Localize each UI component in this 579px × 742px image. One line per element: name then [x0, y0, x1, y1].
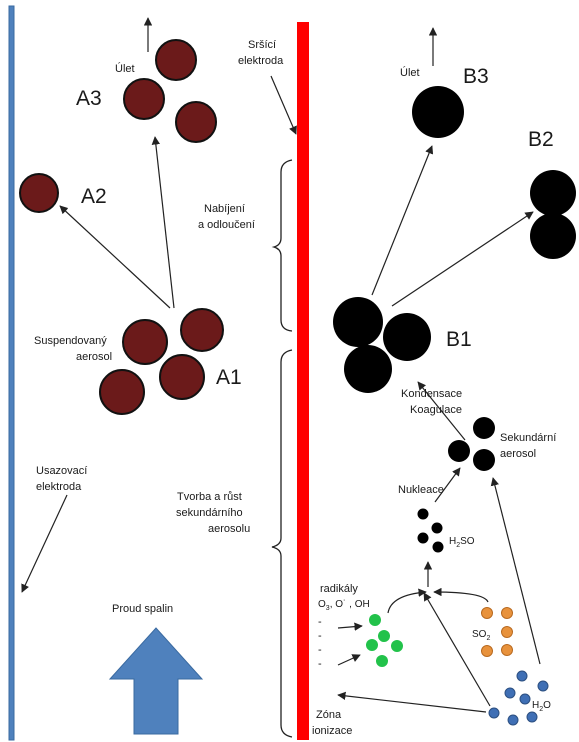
so2-particles: [481, 607, 513, 657]
collecting-electrode-label-1: Usazovací: [36, 465, 87, 477]
flue-gas-flow-arrow: [108, 627, 204, 735]
particle-a2: [19, 173, 59, 213]
label-b3: B3: [463, 65, 489, 88]
particle-group-a3: [123, 39, 217, 143]
charging-label-1: Nabíjení: [204, 203, 245, 215]
left-trajectory-arrows: [21, 17, 175, 593]
radical-particles: [366, 614, 403, 667]
formation-bracket: [271, 349, 293, 738]
particle-group-b2: [530, 170, 576, 259]
flue-gas-flow-label: Proud spalin: [112, 603, 173, 615]
dash-2: -: [318, 630, 322, 642]
label-b1: B1: [446, 328, 472, 351]
coagulation-label: Koagulace: [410, 404, 462, 416]
group-labels: A1 A2 A3 B1 B2 B3: [76, 65, 554, 389]
descriptive-labels: Úlet Úlet Sršící elektroda Nabíjení a od…: [34, 39, 556, 737]
h2o-label: H2O: [532, 700, 551, 713]
secondary-aerosol-label-1: Sekundární: [500, 432, 556, 444]
suspended-aerosol-label-1: Suspendovaný: [34, 335, 107, 347]
ionization-zone-label-1: Zóna: [316, 709, 342, 721]
spraying-electrode-pointer: [270, 75, 297, 135]
nucleation-label: Nukleace: [398, 484, 444, 496]
spraying-electrode: [297, 22, 309, 740]
particle-group-b1: [333, 297, 431, 393]
so2-label: SO2: [472, 629, 490, 642]
secondary-aerosol-label-2: aerosol: [500, 448, 536, 460]
collecting-electrode-label-2: elektroda: [36, 481, 82, 493]
suspended-aerosol-label-2: aerosol: [76, 351, 112, 363]
h2so-nuclei: [417, 508, 444, 553]
charging-bracket: [271, 159, 293, 332]
formation-label-3: aerosolu: [208, 523, 250, 535]
label-b2: B2: [528, 128, 554, 151]
radicals-species-label: O3, O˙ , OH: [318, 599, 370, 612]
spraying-electrode-label-1: Sršící: [248, 39, 276, 51]
particle-b3: [412, 86, 464, 138]
formation-label-2: sekundárního: [176, 507, 243, 519]
spraying-electrode-label-2: elektroda: [238, 55, 284, 67]
h2so-label: H2SO: [449, 536, 475, 549]
ionization-zone-label-2: ionizace: [312, 725, 352, 737]
dash-1: -: [318, 616, 322, 628]
label-a1: A1: [216, 366, 242, 389]
dash-3: -: [318, 644, 322, 656]
dash-4: -: [318, 658, 322, 670]
escape-right-label: Úlet: [400, 66, 420, 79]
formation-label-1: Tvorba a růst: [177, 491, 242, 503]
label-a3: A3: [76, 87, 102, 110]
particle-group-a1: [99, 308, 224, 415]
secondary-aerosol-particles: [448, 417, 495, 471]
label-a2: A2: [81, 185, 107, 208]
condensation-label: Kondensace: [401, 388, 462, 400]
right-trajectory-arrows: [337, 27, 541, 713]
escape-left-label: Úlet: [115, 62, 135, 75]
h2o-particles: [488, 670, 549, 726]
collecting-electrode: [8, 5, 15, 741]
charging-label-2: a odloučení: [198, 219, 255, 231]
radicals-label: radikály: [320, 583, 358, 595]
